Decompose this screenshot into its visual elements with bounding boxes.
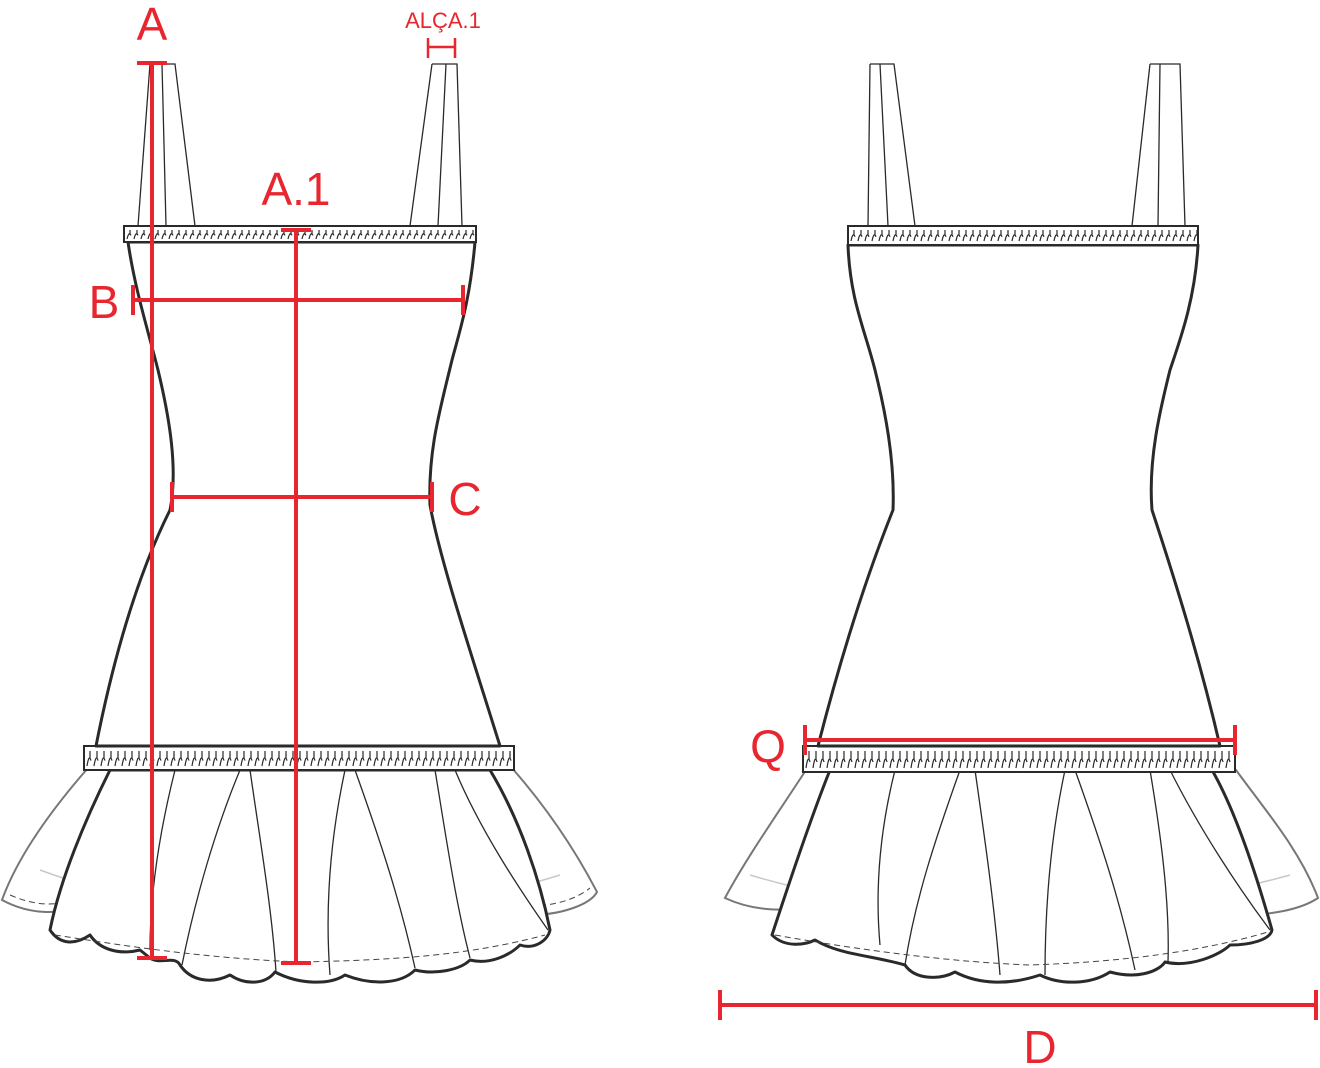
front-skirt-flounce <box>0 767 599 984</box>
measure-B: B <box>89 276 465 328</box>
label-B: B <box>89 276 120 328</box>
front-top-ruffle-band <box>123 225 477 243</box>
back-bodice <box>816 243 1222 748</box>
measure-A1: A.1 <box>261 163 331 965</box>
measure-C: C <box>170 473 482 525</box>
back-view <box>723 63 1320 984</box>
front-left-strap <box>137 63 196 227</box>
measure-D: D <box>718 990 1318 1068</box>
back-hem-ruffle <box>805 751 1231 769</box>
back-skirt-flounce <box>723 768 1320 984</box>
label-C: C <box>448 473 481 525</box>
measure-alca1: ALÇA.1 <box>405 8 481 58</box>
label-alca1: ALÇA.1 <box>405 8 481 33</box>
measure-Q: Q <box>750 720 1237 772</box>
label-Q: Q <box>750 720 786 772</box>
label-D: D <box>1023 1021 1056 1068</box>
label-A1: A.1 <box>261 163 330 215</box>
label-A: A <box>137 0 168 50</box>
back-left-strap <box>867 63 916 227</box>
back-right-strap <box>1131 63 1186 227</box>
back-top-ruffle <box>850 230 1199 242</box>
front-hem-ruffle <box>86 751 512 767</box>
front-right-strap <box>409 63 463 227</box>
measure-A: A <box>137 0 168 960</box>
front-top-ruffle <box>126 230 475 240</box>
